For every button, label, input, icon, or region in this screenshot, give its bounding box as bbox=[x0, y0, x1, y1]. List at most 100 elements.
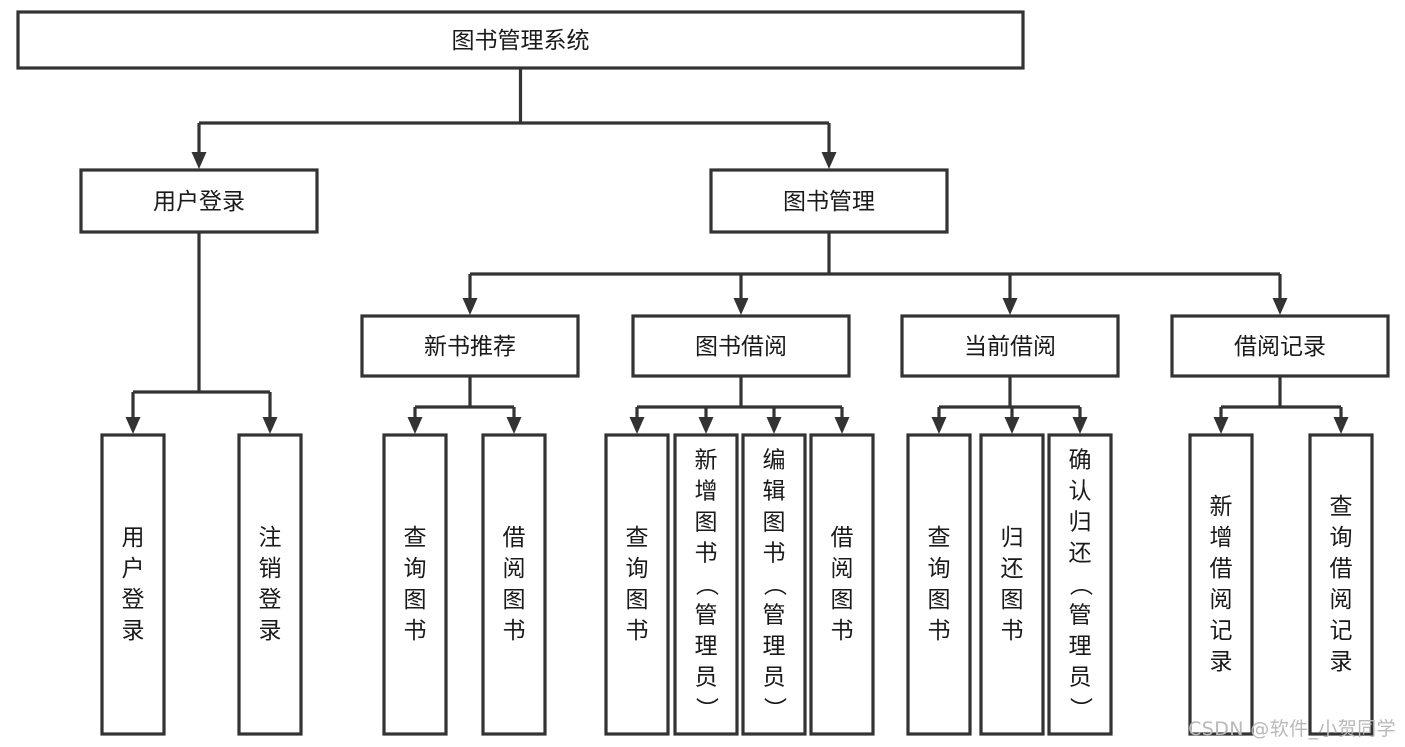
arrow-head-icon bbox=[1002, 298, 1018, 315]
node-box-leaf-logout-login[interactable] bbox=[237, 433, 303, 736]
node-root[interactable]: 图书管理系统 bbox=[16, 10, 1025, 70]
node-label-char: 书 bbox=[503, 618, 526, 644]
node-label-char: 图 bbox=[503, 587, 526, 613]
node-label-char: 辑 bbox=[763, 479, 786, 505]
node-label-root: 图书管理系统 bbox=[452, 28, 590, 54]
node-label-char: ） bbox=[761, 697, 787, 720]
node-box-user-login[interactable] bbox=[79, 168, 319, 234]
node-box-leaf-query-book-2[interactable] bbox=[604, 433, 670, 736]
node-label-char: 图 bbox=[404, 587, 427, 613]
node-label-char: 员 bbox=[763, 665, 786, 691]
arrow-head-icon bbox=[834, 417, 850, 434]
node-box-leaf-edit-book[interactable] bbox=[741, 433, 807, 736]
node-label-new-book-rec: 新书推荐 bbox=[424, 334, 516, 360]
node-box-leaf-add-book[interactable] bbox=[673, 433, 739, 736]
node-label-char: 录 bbox=[122, 618, 145, 644]
node-label-char: 图 bbox=[626, 587, 649, 613]
node-label-char: 管 bbox=[763, 603, 786, 629]
node-label-char: 销 bbox=[259, 556, 282, 582]
node-current-borrow[interactable]: 当前借阅 bbox=[900, 314, 1120, 378]
node-label-char: 新 bbox=[1210, 494, 1233, 520]
node-box-leaf-borrow-book-2[interactable] bbox=[809, 433, 875, 736]
node-label-char: 书 bbox=[928, 618, 951, 644]
node-label-char: 借 bbox=[1330, 556, 1353, 582]
node-label-char: 书 bbox=[404, 618, 427, 644]
node-label-char: 注 bbox=[259, 525, 282, 551]
arrow-head-icon bbox=[733, 298, 749, 315]
node-label-char: 用 bbox=[122, 525, 145, 551]
node-new-book-rec[interactable]: 新书推荐 bbox=[360, 314, 580, 378]
watermark-label: CSDN @软件_小贺同学 bbox=[1188, 718, 1396, 740]
node-box-leaf-query-book-3[interactable] bbox=[906, 433, 972, 736]
node-label-user-login: 用户登录 bbox=[153, 189, 245, 215]
node-box-book-borrow[interactable] bbox=[631, 314, 851, 378]
node-label-char: 书 bbox=[695, 541, 718, 567]
arrow-head-icon bbox=[1333, 417, 1349, 434]
node-box-leaf-borrow-book-1[interactable] bbox=[481, 433, 547, 736]
node-label-char: 员 bbox=[695, 665, 718, 691]
node-label-char: 书 bbox=[831, 618, 854, 644]
node-label-char: 询 bbox=[626, 556, 649, 582]
node-box-root[interactable] bbox=[16, 10, 1025, 70]
node-box-current-borrow[interactable] bbox=[900, 314, 1120, 378]
node-label-char: 录 bbox=[1330, 649, 1353, 675]
node-label-char: 图 bbox=[831, 587, 854, 613]
node-leaf-user-login[interactable]: 用户登录 bbox=[100, 433, 166, 736]
node-label-char: 录 bbox=[1210, 649, 1233, 675]
node-label-char: ） bbox=[1067, 697, 1093, 720]
node-label-char: 图 bbox=[928, 587, 951, 613]
arrow-head-icon bbox=[931, 417, 947, 434]
node-label-borrow-record: 借阅记录 bbox=[1234, 334, 1326, 360]
node-label-char: 查 bbox=[626, 525, 649, 551]
node-box-leaf-return-book[interactable] bbox=[979, 433, 1045, 736]
arrow-head-icon bbox=[1213, 417, 1229, 434]
node-label-char: 阅 bbox=[1330, 587, 1353, 613]
node-label-book-borrow: 图书借阅 bbox=[695, 334, 787, 360]
arrow-head-icon bbox=[462, 298, 478, 315]
node-label-char: 借 bbox=[1210, 556, 1233, 582]
node-label-char: 登 bbox=[259, 587, 282, 613]
node-label-book-manage: 图书管理 bbox=[783, 189, 875, 215]
node-label-char: 管 bbox=[1069, 603, 1092, 629]
node-box-leaf-add-record[interactable] bbox=[1188, 433, 1254, 736]
node-box-leaf-query-record[interactable] bbox=[1308, 433, 1374, 736]
node-label-char: 还 bbox=[1001, 556, 1024, 582]
node-box-new-book-rec[interactable] bbox=[360, 314, 580, 378]
arrow-head-icon bbox=[1072, 417, 1088, 434]
node-user-login[interactable]: 用户登录 bbox=[79, 168, 319, 234]
node-box-leaf-query-book-1[interactable] bbox=[382, 433, 448, 736]
node-label-char: ） bbox=[693, 697, 719, 720]
node-label-char: 查 bbox=[1330, 494, 1353, 520]
node-label-char: 阅 bbox=[503, 556, 526, 582]
node-label-char: 新 bbox=[695, 448, 718, 474]
node-book-manage[interactable]: 图书管理 bbox=[709, 168, 949, 234]
node-box-leaf-user-login[interactable] bbox=[100, 433, 166, 736]
node-label-char: 记 bbox=[1210, 618, 1233, 644]
node-label-char: 询 bbox=[1330, 525, 1353, 551]
node-label-char: 员 bbox=[1069, 665, 1092, 691]
node-label-char: 图 bbox=[763, 510, 786, 536]
node-book-borrow[interactable]: 图书借阅 bbox=[631, 314, 851, 378]
node-box-leaf-confirm-return[interactable] bbox=[1047, 433, 1113, 736]
node-box-book-manage[interactable] bbox=[709, 168, 949, 234]
node-label-char: 理 bbox=[763, 634, 786, 660]
node-box-borrow-record[interactable] bbox=[1170, 314, 1390, 378]
node-label-char: （ bbox=[693, 573, 719, 596]
node-borrow-record[interactable]: 借阅记录 bbox=[1170, 314, 1390, 378]
node-label-char: 书 bbox=[1001, 618, 1024, 644]
node-label-char: 管 bbox=[695, 603, 718, 629]
arrow-head-icon bbox=[191, 152, 207, 169]
